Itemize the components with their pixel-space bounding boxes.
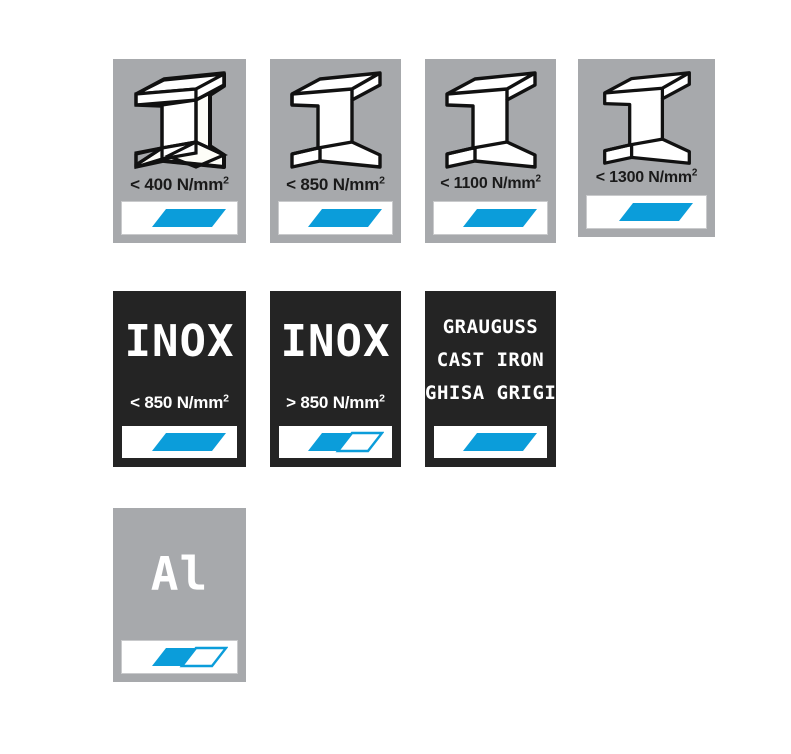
material-card-steel-1300[interactable]: < 1300 N/mm2 bbox=[578, 59, 715, 237]
material-card-steel-400[interactable]: < 400 N/mm2 bbox=[113, 59, 246, 243]
cast-iron-label-it: GHISA GRIGIA bbox=[425, 382, 569, 404]
strength-caption: > 850 N/mm2 bbox=[286, 391, 385, 412]
card-body: < 850 N/mm2 bbox=[270, 59, 401, 201]
capability-indicator-half[interactable] bbox=[121, 640, 238, 674]
wordmark-aluminium: Al bbox=[150, 547, 209, 601]
capability-indicator-full[interactable] bbox=[278, 201, 393, 235]
card-body: < 1100 N/mm2 bbox=[425, 59, 556, 201]
cast-iron-label-de: GRAUGUSS bbox=[442, 316, 539, 338]
material-card-steel-850[interactable]: < 850 N/mm2 bbox=[270, 59, 401, 243]
capability-indicator-full[interactable] bbox=[121, 201, 238, 235]
capability-indicator-full[interactable] bbox=[433, 201, 548, 235]
i-beam-icon bbox=[425, 59, 556, 172]
wordmark-inox: INOX bbox=[124, 315, 235, 367]
material-card-aluminium[interactable]: Al bbox=[113, 508, 246, 682]
capability-indicator-full[interactable] bbox=[121, 425, 238, 459]
material-card-inox-lt-850[interactable]: INOX < 850 N/mm2 bbox=[113, 291, 246, 467]
material-card-cast-iron[interactable]: GRAUGUSS CAST IRON GHISA GRIGIA bbox=[425, 291, 569, 467]
cast-iron-labels: GRAUGUSS CAST IRON GHISA GRIGIA bbox=[425, 311, 569, 410]
wordmark-inox: INOX bbox=[280, 315, 391, 367]
strength-caption: < 1100 N/mm2 bbox=[440, 173, 541, 192]
strength-caption: < 850 N/mm2 bbox=[130, 391, 229, 412]
i-beam-icon bbox=[270, 59, 401, 172]
i-beam-icon bbox=[113, 59, 246, 172]
card-body: Al bbox=[113, 508, 246, 640]
capability-indicator-half[interactable] bbox=[278, 425, 393, 459]
capability-indicator-full[interactable] bbox=[586, 195, 707, 229]
strength-caption: < 850 N/mm2 bbox=[286, 174, 385, 194]
cast-iron-label-en: CAST IRON bbox=[436, 349, 545, 371]
card-body: INOX > 850 N/mm2 bbox=[270, 291, 401, 425]
card-body: < 400 N/mm2 bbox=[113, 59, 246, 201]
material-card-steel-1100[interactable]: < 1100 N/mm2 bbox=[425, 59, 556, 243]
i-beam-icon bbox=[578, 59, 715, 168]
card-body: GRAUGUSS CAST IRON GHISA GRIGIA bbox=[425, 291, 569, 425]
strength-caption: < 1300 N/mm2 bbox=[595, 167, 698, 186]
card-body: < 1300 N/mm2 bbox=[578, 59, 715, 195]
strength-caption: < 400 N/mm2 bbox=[130, 174, 229, 194]
capability-indicator-full[interactable] bbox=[433, 425, 548, 459]
card-body: INOX < 850 N/mm2 bbox=[113, 291, 246, 425]
material-card-inox-gt-850[interactable]: INOX > 850 N/mm2 bbox=[270, 291, 401, 467]
